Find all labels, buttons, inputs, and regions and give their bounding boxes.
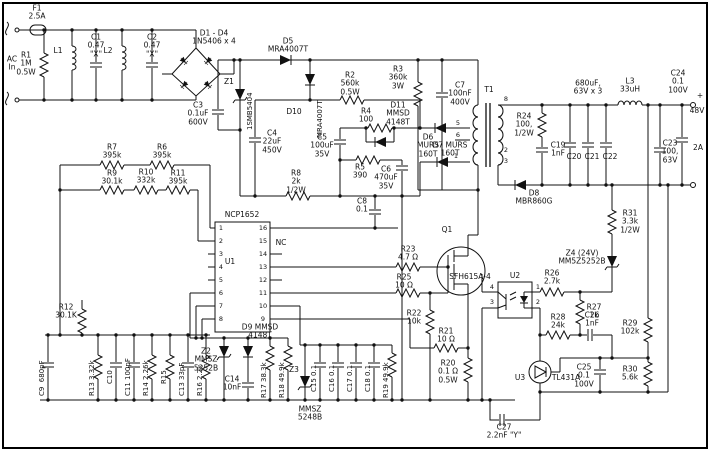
resistor-r27 — [575, 299, 585, 325]
capacitor-c21 — [581, 142, 595, 148]
capacitor-c15 — [313, 362, 327, 368]
diode-d11 — [371, 136, 389, 148]
capacitor-c16 — [331, 362, 345, 368]
resistor-r19 — [387, 352, 397, 378]
u2-optocoupler-body — [497, 281, 533, 319]
diode-d5 — [277, 54, 295, 66]
transformer-secondary-winding — [497, 104, 504, 166]
diode-d9 — [242, 343, 254, 361]
resistor-r14 — [147, 354, 157, 380]
resistor-r11 — [165, 185, 191, 195]
zener-z4 — [604, 253, 620, 271]
capacitor-c17 — [349, 362, 363, 368]
wires — [5, 21, 690, 421]
junction-dots — [42, 28, 684, 402]
resistor-r23 — [395, 262, 421, 272]
resistor-r2 — [339, 95, 365, 105]
resistor-r25 — [395, 288, 421, 298]
capacitor-c13 — [181, 362, 195, 368]
resistor-r20 — [463, 357, 473, 383]
resistor-r9 — [99, 185, 125, 195]
resistor-r24 — [537, 112, 547, 138]
inductor-l2 — [121, 45, 127, 71]
resistor-r28 — [545, 330, 571, 340]
zener-z2 — [216, 343, 232, 361]
capacitor-c11 — [127, 362, 141, 368]
capacitor-c6 — [395, 165, 409, 171]
capacitor-c5 — [333, 139, 347, 145]
resistor-r13 — [93, 354, 103, 380]
resistor-r17 — [265, 345, 275, 371]
capacitor-c1 — [89, 62, 103, 68]
capacitor-c4 — [248, 137, 262, 143]
resistor-r21 — [433, 343, 459, 353]
inductor-l1 — [71, 45, 77, 71]
resistor-r5 — [355, 155, 381, 165]
tl431-symbol — [534, 365, 548, 379]
resistor-r12 — [77, 308, 87, 334]
component-symbols — [39, 45, 689, 427]
u1-ncp1652-body — [214, 221, 271, 333]
capacitor-c19 — [535, 147, 549, 153]
diode-d8 — [511, 179, 529, 191]
u3-tl431-body — [528, 360, 552, 384]
resistor-r29 — [643, 317, 653, 343]
opto-led-icon — [520, 296, 528, 303]
resistor-r6 — [149, 160, 175, 170]
resistor-r31 — [607, 209, 617, 235]
resistor-r18 — [283, 345, 293, 371]
zener-z1 — [232, 86, 248, 104]
capacitor-c3 — [211, 109, 225, 115]
transformer-core — [485, 103, 491, 167]
capacitor-c2 — [145, 62, 159, 68]
capacitor-c7 — [435, 92, 449, 98]
bridge-rectifier — [171, 47, 221, 97]
zener-z3 — [297, 373, 313, 391]
capacitor-c9 — [41, 362, 55, 368]
capacitor-c18 — [367, 362, 381, 368]
resistor-r30 — [643, 361, 653, 387]
resistor-r26 — [539, 287, 565, 297]
resistor-r4 — [367, 123, 393, 133]
diode-d6 — [431, 122, 449, 134]
resistor-r15 — [165, 354, 175, 380]
inductor-l3 — [617, 100, 643, 106]
resistor-r10 — [133, 185, 159, 195]
resistor-r1 — [39, 52, 49, 78]
capacitor-c8 — [368, 209, 382, 215]
diode-d10 — [304, 71, 316, 89]
output-negative-terminal — [690, 182, 696, 188]
capacitor-c26 — [587, 328, 593, 342]
resistor-r8 — [285, 191, 311, 201]
capacitor-c22 — [599, 142, 613, 148]
capacitor-c23 — [653, 147, 667, 153]
capacitor-c27 — [499, 413, 505, 427]
output-positive-terminal — [690, 102, 696, 108]
capacitor-c20 — [563, 142, 577, 148]
resistor-r3 — [413, 81, 423, 107]
resistor-r16 — [201, 354, 211, 380]
ac-terminal-bottom — [14, 97, 20, 103]
capacitor-c14 — [241, 382, 255, 388]
capacitor-c10 — [109, 362, 123, 368]
resistor-r7 — [99, 160, 125, 170]
resistor-r22 — [425, 309, 435, 335]
capacitor-c24 — [675, 137, 689, 143]
ac-terminal-top — [14, 27, 20, 33]
transformer-primary-winding — [472, 104, 479, 166]
capacitor-c25 — [593, 369, 607, 375]
fuse-f1 — [29, 24, 47, 36]
q1-mosfet-body — [436, 246, 486, 296]
